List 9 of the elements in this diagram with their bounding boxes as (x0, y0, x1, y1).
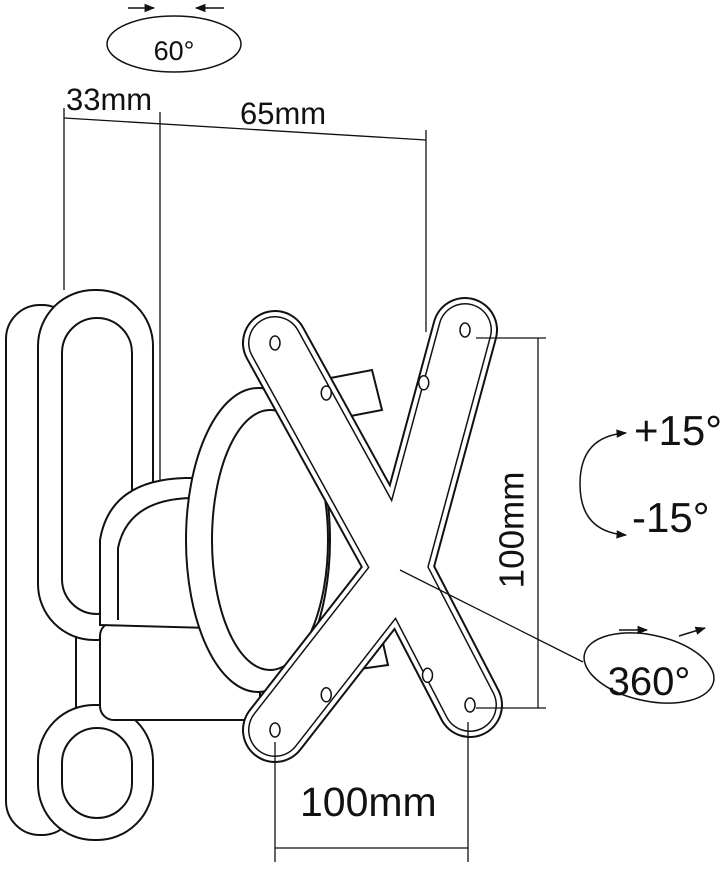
dimension-label: 33mm (66, 84, 152, 115)
angle-label: +15° (634, 410, 720, 452)
leader-line (400, 569, 584, 663)
dimension-label: 100mm (300, 782, 437, 823)
angle-label: 360° (608, 662, 690, 702)
angle-label: -15° (632, 497, 710, 539)
angle-label: 60° (154, 38, 194, 65)
dimension-label: 100mm (494, 472, 530, 588)
dimension-label: 65mm (240, 98, 326, 129)
